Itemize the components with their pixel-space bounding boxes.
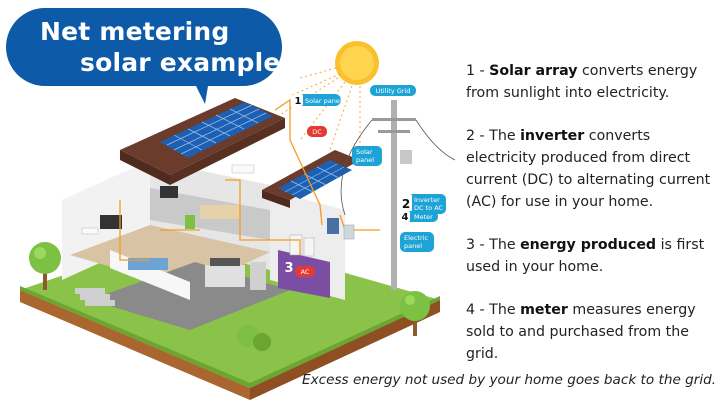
step-1-text: converts energy from sunlight into elect… [466, 63, 698, 101]
svg-text:DC to AC: DC to AC [414, 204, 444, 212]
label-inverter: 2 Inverter DC to AC [400, 194, 446, 214]
step-3-text: is first used in your home. [466, 237, 705, 275]
svg-text:2: 2 [402, 197, 410, 211]
step-1: 1 - Solar array converts energy from sun… [466, 60, 724, 104]
step-1-keyword: Solar array [489, 63, 578, 79]
step-2-prefix: 2 - The [466, 128, 521, 144]
svg-text:3: 3 [284, 261, 293, 276]
title-badge: Net metering solar example [6, 8, 282, 86]
wiring [119, 98, 380, 261]
bush-front [237, 325, 271, 351]
step-3: 3 - The energy produced is first used in… [466, 234, 724, 278]
label-utility-grid: Utility Grid [370, 85, 416, 96]
svg-text:panel: panel [404, 242, 422, 250]
step-4-prefix: 4 - The [466, 302, 521, 318]
svg-text:DC: DC [312, 128, 322, 136]
title-line-2: solar example [80, 48, 281, 77]
solar-array-second [278, 160, 352, 199]
label-solar-panel-1: 1 Solar panel [293, 94, 342, 107]
label-meter: 4 Meter [400, 211, 438, 223]
svg-text:4: 4 [402, 212, 409, 223]
step-3-prefix: 3 - The [466, 237, 521, 253]
svg-text:Inverter: Inverter [414, 196, 440, 204]
svg-text:Solar panel: Solar panel [305, 97, 342, 105]
inverter-box [327, 218, 339, 234]
step-3-keyword: energy produced [520, 237, 657, 253]
footer-note: Excess energy not used by your home goes… [302, 372, 717, 388]
label-dc: DC [307, 126, 327, 137]
svg-text:AC: AC [301, 268, 310, 276]
solar-array-main [160, 102, 273, 158]
solar-house-illustration: 1 Solar panel DC Utility Grid Solar pane… [20, 41, 456, 400]
step-4: 4 - The meter measures energy sold to an… [466, 299, 724, 365]
svg-text:Meter: Meter [414, 213, 433, 221]
step-4-keyword: meter [520, 302, 568, 318]
step-2-text: converts electricity produced from direc… [466, 128, 711, 210]
svg-text:Electric: Electric [404, 234, 429, 242]
utility-pole [340, 100, 456, 290]
label-solar-panel-2: Solar panel [352, 146, 382, 166]
step-4-text: measures energy sold to and purchased fr… [466, 302, 696, 362]
tree-left [29, 242, 61, 290]
svg-text:Utility Grid: Utility Grid [376, 87, 411, 95]
title-line-1: Net metering [40, 17, 230, 46]
svg-text:1: 1 [295, 96, 302, 107]
tree-right [400, 291, 430, 336]
step-1-prefix: 1 - [466, 63, 490, 79]
label-ac: 3 AC [284, 261, 315, 277]
steps-list: 1 - Solar array converts energy from sun… [466, 60, 724, 386]
svg-text:panel: panel [356, 156, 374, 164]
step-2-keyword: inverter [520, 128, 585, 144]
meter-box [343, 224, 355, 240]
step-2: 2 - The inverter converts electricity pr… [466, 125, 724, 213]
svg-text:Solar: Solar [356, 148, 373, 156]
badge-pointer [190, 74, 210, 104]
label-electric-panel: Electric panel [400, 232, 434, 252]
